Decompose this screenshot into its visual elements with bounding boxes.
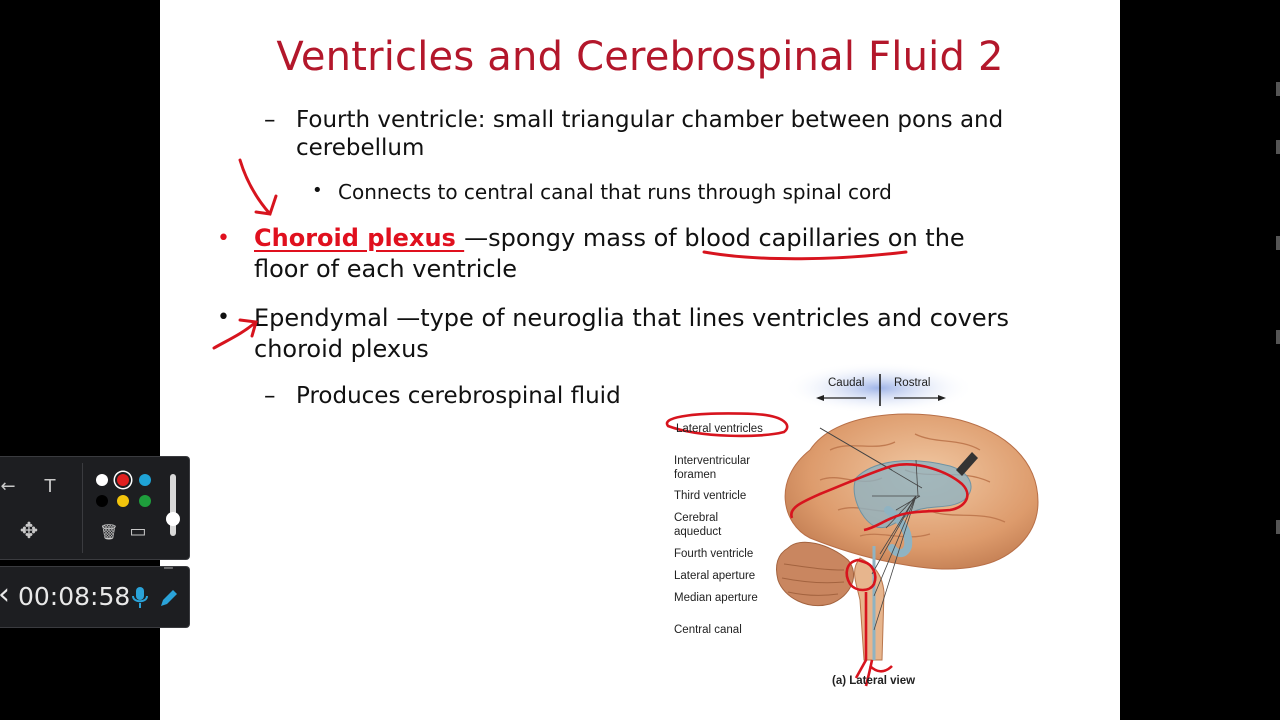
pen-size-knob[interactable] — [166, 512, 180, 526]
slide-title: Ventricles and Cerebrospinal Fluid 2 — [276, 34, 1004, 80]
screen-icon[interactable]: ▭ — [129, 521, 147, 542]
label-lateral-aperture: Lateral aperture — [674, 570, 756, 582]
color-red[interactable] — [117, 474, 129, 486]
fourth-ventricle-text: Fourth ventricle: small triangular chamb… — [296, 106, 1003, 162]
black-bullet: • — [217, 305, 230, 330]
brain-figure: Caudal Rostral Lateral ventricles Interv… — [660, 360, 1090, 700]
line1-part1: Fourth ventricle: small triangular chamb… — [296, 107, 1004, 133]
choroid-definition: —spongy mass of blood capillaries on the — [464, 224, 965, 252]
collapse-chevron-icon[interactable]: ‹ — [0, 577, 10, 612]
label-cerebral-aqueduct: Cerebral aqueduct — [674, 512, 722, 538]
right-border — [1120, 0, 1280, 720]
back-arrow-icon[interactable]: ← — [0, 476, 16, 497]
label-median-aperture: Median aperture — [674, 592, 758, 604]
recorder-bar: ‹ – — [0, 559, 190, 628]
label-third-ventricle: Third ventricle — [674, 490, 747, 502]
minimize-button[interactable]: – — [164, 559, 173, 576]
slide: Ventricles and Cerebrospinal Fluid 2 – F… — [160, 0, 1120, 720]
ependymal-line2: choroid plexus — [254, 335, 429, 363]
sub-bullet: • — [312, 180, 323, 201]
line1-part2: cerebellum — [296, 135, 425, 161]
move-icon[interactable]: ✥ — [19, 519, 39, 544]
produces-csf-text: Produces cerebrospinal fluid — [296, 383, 621, 409]
label-central-canal: Central canal — [674, 624, 742, 636]
central-canal-text: Connects to central canal that runs thro… — [338, 180, 892, 204]
dash-bullet: – — [264, 107, 276, 133]
brain-illustration — [665, 362, 1039, 687]
annotation-toolbar: ← T ✥ 🗑 ▭ — [0, 456, 190, 560]
choroid-plexus-text: Choroid plexus —spongy mass of blood cap… — [254, 223, 965, 285]
caudal-label: Caudal — [828, 377, 865, 389]
color-yellow[interactable] — [117, 495, 129, 507]
color-white[interactable] — [96, 474, 108, 486]
label-interventricular-foramen: Interventricular foramen — [674, 455, 751, 481]
color-blue[interactable] — [139, 474, 151, 486]
recording-timer: 00:08:58 — [18, 582, 131, 611]
trash-icon[interactable]: 🗑 — [99, 523, 119, 541]
ependymal-text: Ependymal —type of neuroglia that lines … — [254, 303, 1009, 365]
dash-bullet-2: – — [264, 383, 276, 409]
text-tool-button[interactable]: T — [44, 476, 56, 497]
figure-caption: (a) Lateral view — [832, 675, 916, 687]
rostral-label: Rostral — [894, 377, 931, 389]
red-bullet: • — [217, 226, 230, 251]
microphone-icon[interactable] — [130, 585, 150, 611]
ependymal-line1: Ependymal —type of neuroglia that lines … — [254, 304, 1010, 332]
choroid-definition-cont: floor of each ventricle — [254, 255, 518, 283]
pen-icon[interactable] — [158, 587, 180, 609]
color-black[interactable] — [96, 495, 108, 507]
color-green[interactable] — [139, 495, 151, 507]
choroid-plexus-term: Choroid plexus — [254, 224, 465, 252]
label-lateral-ventricles: Lateral ventricles — [676, 423, 763, 435]
label-fourth-ventricle: Fourth ventricle — [674, 548, 754, 560]
pen-size-slider[interactable] — [170, 474, 176, 536]
pen-annotations — [212, 158, 908, 350]
